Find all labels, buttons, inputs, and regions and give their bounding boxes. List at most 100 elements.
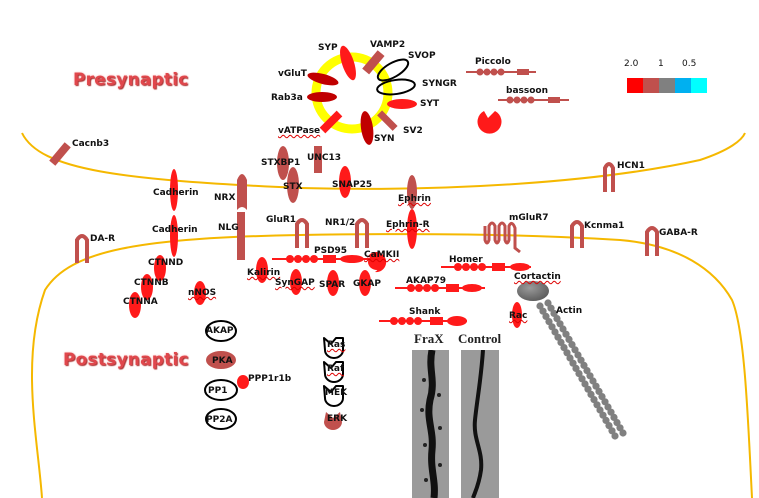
actin-bead xyxy=(554,333,562,341)
label-kcnma1: Kcnma1 xyxy=(584,221,625,231)
legend-swatch-mid-low xyxy=(675,78,691,93)
label-syn: SYN xyxy=(374,134,395,144)
mglur7-shape xyxy=(483,221,521,254)
shank-shape xyxy=(379,316,467,326)
label-pp2a: PP2A xyxy=(206,415,233,425)
actin-bead xyxy=(571,346,579,354)
actin-bead xyxy=(551,328,559,336)
label-rac: Rac xyxy=(509,311,528,321)
actin-bead xyxy=(563,349,571,357)
label-stxbp1: STXBP1 xyxy=(261,158,301,168)
ctnnb-shape xyxy=(141,274,153,300)
syt-shape xyxy=(387,99,417,109)
actin-bead xyxy=(605,422,613,430)
raf-shape xyxy=(323,361,344,383)
postsynaptic-membrane xyxy=(30,233,753,498)
actin-bead xyxy=(559,325,567,333)
label-rab3a: Rab3a xyxy=(271,93,303,103)
syngr-shape xyxy=(376,78,416,96)
label-hcn1: HCN1 xyxy=(617,161,645,171)
label-psd95: PSD95 xyxy=(314,246,348,256)
label-erk: ERK xyxy=(327,414,348,424)
label-nlg: NLG xyxy=(218,223,239,233)
ephrin-r-shape xyxy=(407,209,417,249)
label-glur1: GluR1 xyxy=(266,215,297,225)
label-syngr: SYNGR xyxy=(422,79,457,89)
label-ctnnd: CTNND xyxy=(148,258,184,268)
legend-label-low: 0.5 xyxy=(682,59,697,69)
spar-shape xyxy=(327,270,339,296)
label-cadherin-pre: Cadherin xyxy=(153,188,199,198)
label-da-r: DA-R xyxy=(90,234,116,244)
label-cortactin: Cortactin xyxy=(514,272,561,282)
label-nrx: NRX xyxy=(214,193,236,203)
kalirin-shape xyxy=(256,257,268,283)
label-gaba-r: GABA-R xyxy=(659,228,698,238)
actin-bead xyxy=(611,432,619,440)
gaba-r-shape xyxy=(645,226,659,256)
actin-bead xyxy=(599,411,607,419)
actin-bead xyxy=(578,375,586,383)
legend-swatch-mid-high xyxy=(643,78,659,93)
actin-bead xyxy=(560,344,568,352)
rac-shape xyxy=(512,302,522,328)
erk-shape xyxy=(324,412,342,430)
camkii-body xyxy=(368,254,386,270)
cacnb3-shape xyxy=(49,142,71,166)
label-kalirin: Kalirin xyxy=(247,268,281,278)
ras-shape xyxy=(323,337,344,359)
syn-shape xyxy=(360,111,374,145)
actin-bead xyxy=(575,370,583,378)
actin-bead xyxy=(580,361,588,369)
akap79-shape xyxy=(395,284,485,292)
label-mglur7: mGluR7 xyxy=(509,213,549,223)
cortactin-shape xyxy=(517,281,549,301)
actin-bead xyxy=(574,351,582,359)
akap-shape xyxy=(205,320,237,342)
label-mek: MEK xyxy=(325,388,348,398)
actin-bead xyxy=(595,387,603,395)
actin-bead xyxy=(548,323,556,331)
label-actin: Actin xyxy=(556,306,583,316)
actin-bead xyxy=(539,307,547,315)
mek-shape xyxy=(323,385,344,407)
pp1-shape xyxy=(204,379,238,401)
label-vglut: vGluT xyxy=(278,69,307,79)
label-nr12: NR1/2 xyxy=(325,218,356,228)
kcnma1-shape xyxy=(570,220,584,248)
label-ephrin: Ephrin xyxy=(398,194,431,204)
actin-bead xyxy=(583,367,591,375)
stx-shape xyxy=(287,167,299,203)
actin-bead xyxy=(544,299,552,307)
pp2a-shape xyxy=(205,408,237,430)
actin-bead xyxy=(569,359,577,367)
label-syngap: SynGAP xyxy=(275,278,315,288)
ppp1r1b-shape xyxy=(237,375,249,389)
label-cacnb3: Cacnb3 xyxy=(72,139,110,149)
nrx-shape xyxy=(237,174,247,210)
label-pp1: PP1 xyxy=(208,386,228,396)
label-bassoon: bassoon xyxy=(506,86,549,96)
cadherin-pre-shape xyxy=(170,169,178,211)
rab3a-shape xyxy=(307,92,337,102)
presynaptic-title: Presynaptic xyxy=(73,70,189,90)
actin-bead xyxy=(577,356,585,364)
actin-bead xyxy=(568,341,576,349)
pacman-protein xyxy=(477,111,502,134)
label-spar: SPAR xyxy=(319,280,346,290)
label-akap: AKAP xyxy=(206,326,234,336)
label-akap79: AKAP79 xyxy=(406,276,447,286)
actin-bead xyxy=(542,312,550,320)
label-ppp1r1b: PPP1r1b xyxy=(248,374,292,384)
bassoon-shape xyxy=(498,96,569,104)
actin-filament xyxy=(536,299,627,440)
hcn1-shape xyxy=(603,162,615,192)
actin-bead xyxy=(566,354,574,362)
actin-bead xyxy=(593,401,601,409)
actin-bead xyxy=(589,377,597,385)
actin-bead xyxy=(547,304,555,312)
actin-bead xyxy=(562,330,570,338)
pka-shape xyxy=(206,351,236,369)
actin-bead xyxy=(598,393,606,401)
